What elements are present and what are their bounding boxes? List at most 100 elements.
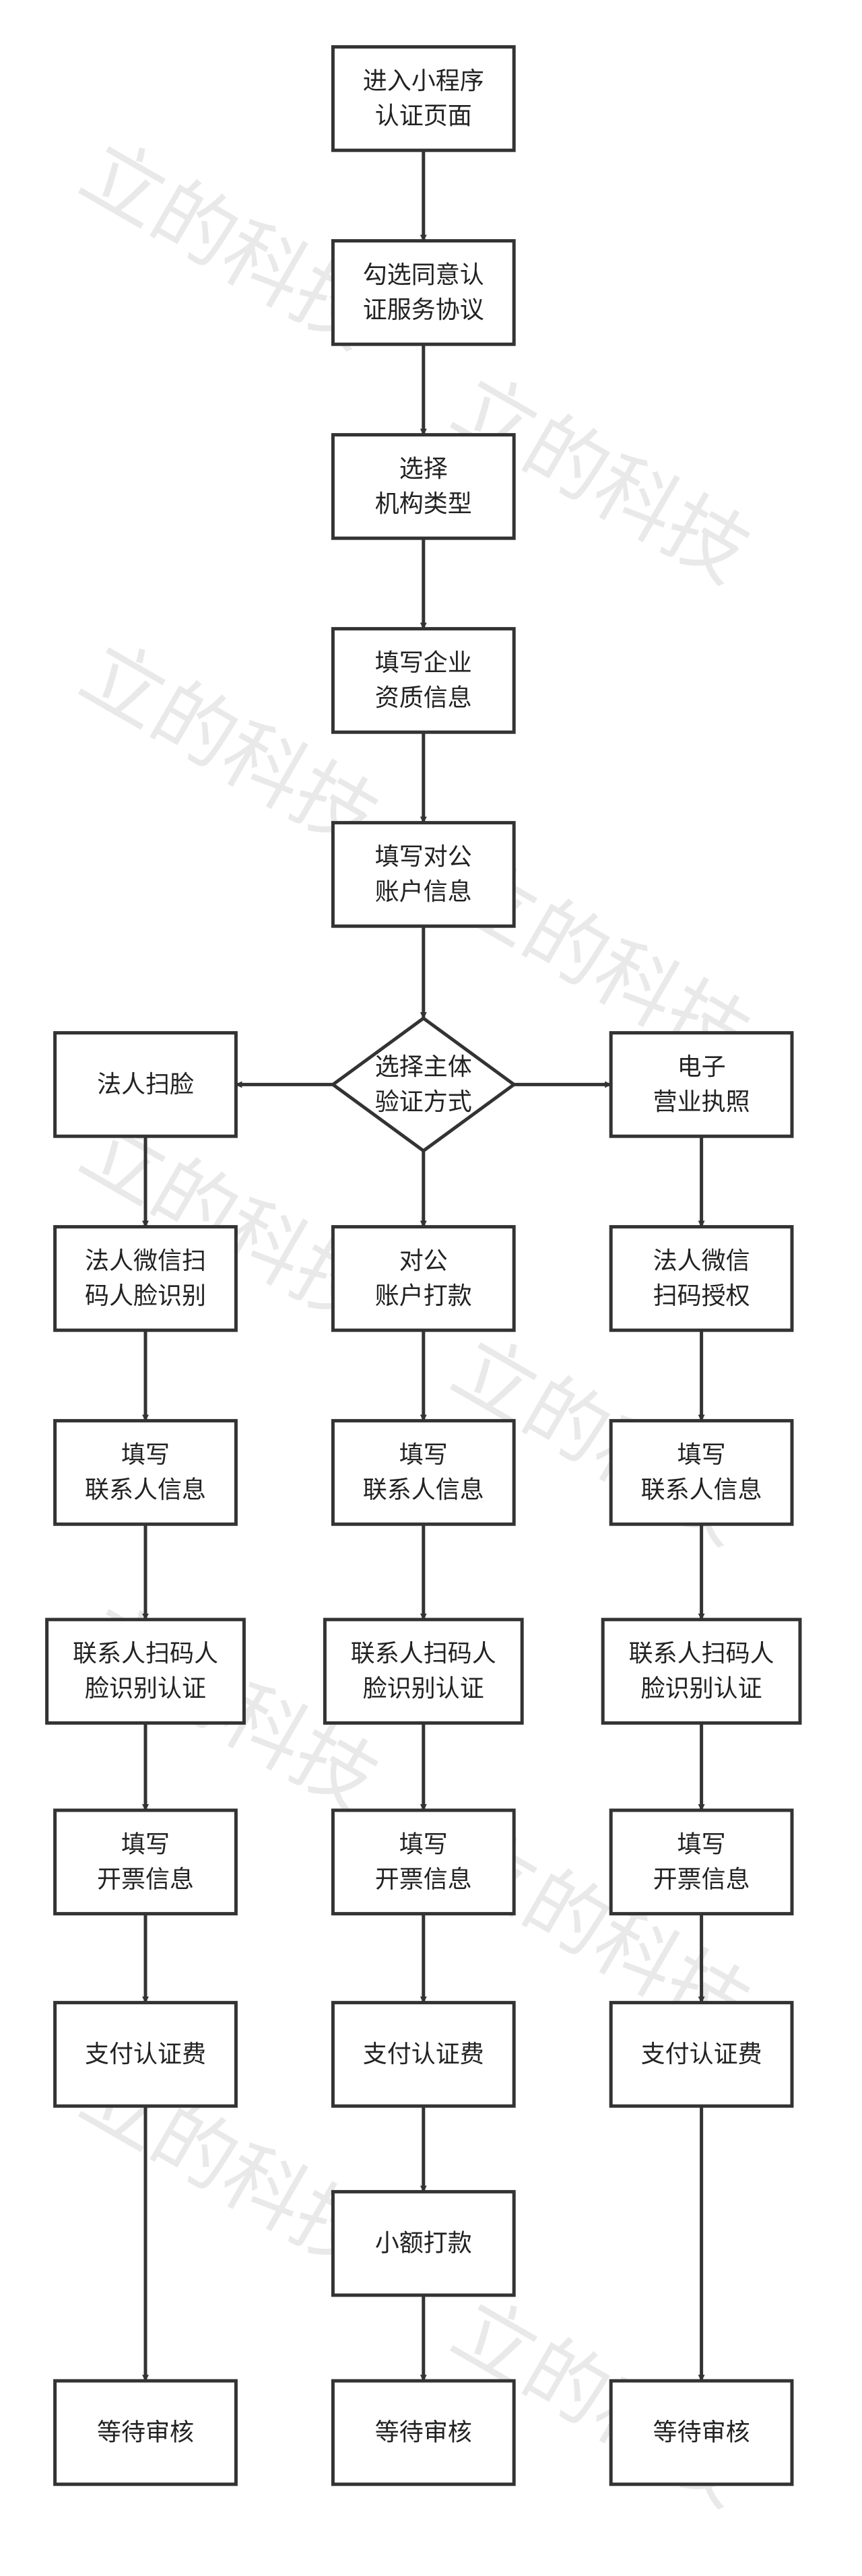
- process-box: [45, 1618, 246, 1725]
- process-box: [53, 2001, 238, 2108]
- process-node: 等待审核: [331, 2379, 516, 2486]
- node-label: 选择: [399, 455, 448, 483]
- process-box: [331, 1808, 516, 1916]
- node-label: 进入小程序: [363, 67, 484, 95]
- node-label: 电子: [677, 1053, 726, 1081]
- process-node: 支付认证费: [331, 2001, 516, 2108]
- process-box: [331, 45, 516, 152]
- node-label: 联系人扫码人: [73, 1640, 218, 1667]
- process-box: [331, 1419, 516, 1526]
- process-box: [331, 433, 516, 540]
- process-box: [609, 1225, 794, 1332]
- node-label: 验证方式: [375, 1088, 472, 1116]
- process-box: [331, 2189, 516, 2297]
- process-box: [331, 627, 516, 734]
- node-label: 开票信息: [375, 1865, 472, 1893]
- process-node: 小额打款: [331, 2189, 516, 2297]
- process-box: [609, 1031, 794, 1138]
- connector-layer: [142, 150, 705, 2382]
- node-label: 对公: [399, 1247, 448, 1275]
- node-label: 认证页面: [375, 102, 472, 130]
- node-label: 脸识别认证: [641, 1675, 762, 1703]
- node-label: 支付认证费: [363, 2041, 484, 2068]
- node-label: 填写: [121, 1441, 170, 1469]
- node-label: 资质信息: [375, 684, 472, 712]
- node-label: 开票信息: [653, 1865, 750, 1893]
- process-box: [601, 1618, 802, 1725]
- process-box: [53, 1225, 238, 1332]
- node-label: 填写: [399, 1441, 448, 1469]
- node-label: 证服务协议: [363, 296, 484, 324]
- node-label: 等待审核: [97, 2419, 194, 2447]
- process-box: [331, 1225, 516, 1332]
- process-box: [609, 2379, 794, 2486]
- node-label: 机构类型: [375, 490, 472, 518]
- node-label: 账户信息: [375, 878, 472, 906]
- node-label: 支付认证费: [85, 2041, 206, 2068]
- node-label: 营业执照: [653, 1088, 750, 1116]
- process-node: 等待审核: [609, 2379, 794, 2486]
- node-label: 开票信息: [97, 1865, 194, 1893]
- process-box: [331, 2379, 516, 2486]
- process-box: [609, 2001, 794, 2108]
- node-label: 联系人信息: [85, 1476, 206, 1504]
- node-label: 法人微信扫: [85, 1247, 206, 1275]
- process-node: 等待审核: [53, 2379, 238, 2486]
- node-label: 填写: [677, 1830, 726, 1858]
- process-box: [609, 1808, 794, 1916]
- process-node: 支付认证费: [609, 2001, 794, 2108]
- process-node: 支付认证费: [53, 2001, 238, 2108]
- node-label: 联系人扫码人: [629, 1640, 774, 1667]
- node-label: 填写: [677, 1441, 726, 1469]
- process-box: [323, 1618, 524, 1725]
- node-label: 选择主体: [375, 1053, 472, 1081]
- process-box: [331, 821, 516, 928]
- node-label: 法人扫脸: [97, 1071, 194, 1098]
- node-label: 勾选同意认: [363, 261, 484, 289]
- process-box: [53, 1808, 238, 1916]
- node-label: 脸识别认证: [85, 1675, 206, 1703]
- process-node: 法人扫脸: [53, 1031, 238, 1138]
- node-label: 联系人信息: [363, 1476, 484, 1504]
- node-label: 码人脸识别: [85, 1282, 206, 1310]
- process-box: [53, 2379, 238, 2486]
- node-label: 联系人扫码人: [351, 1640, 496, 1667]
- decision-diamond: [330, 1016, 517, 1153]
- process-box: [331, 239, 516, 346]
- node-label: 账户打款: [375, 1282, 472, 1310]
- node-label: 填写: [121, 1830, 170, 1858]
- process-box: [53, 1419, 238, 1526]
- node-layer: 进入小程序认证页面勾选同意认证服务协议选择机构类型填写企业资质信息填写对公账户信…: [45, 45, 802, 2486]
- node-label: 填写: [399, 1830, 448, 1858]
- node-label: 小额打款: [375, 2230, 472, 2257]
- node-label: 法人微信: [653, 1247, 750, 1275]
- node-label: 支付认证费: [641, 2041, 762, 2068]
- node-label: 脸识别认证: [363, 1675, 484, 1703]
- node-label: 填写对公: [375, 843, 472, 871]
- node-label: 填写企业: [375, 649, 472, 677]
- node-label: 等待审核: [653, 2419, 750, 2447]
- node-label: 扫码授权: [653, 1282, 750, 1310]
- process-box: [331, 2001, 516, 2108]
- node-label: 联系人信息: [641, 1476, 762, 1504]
- process-box: [609, 1419, 794, 1526]
- process-box: [53, 1031, 238, 1138]
